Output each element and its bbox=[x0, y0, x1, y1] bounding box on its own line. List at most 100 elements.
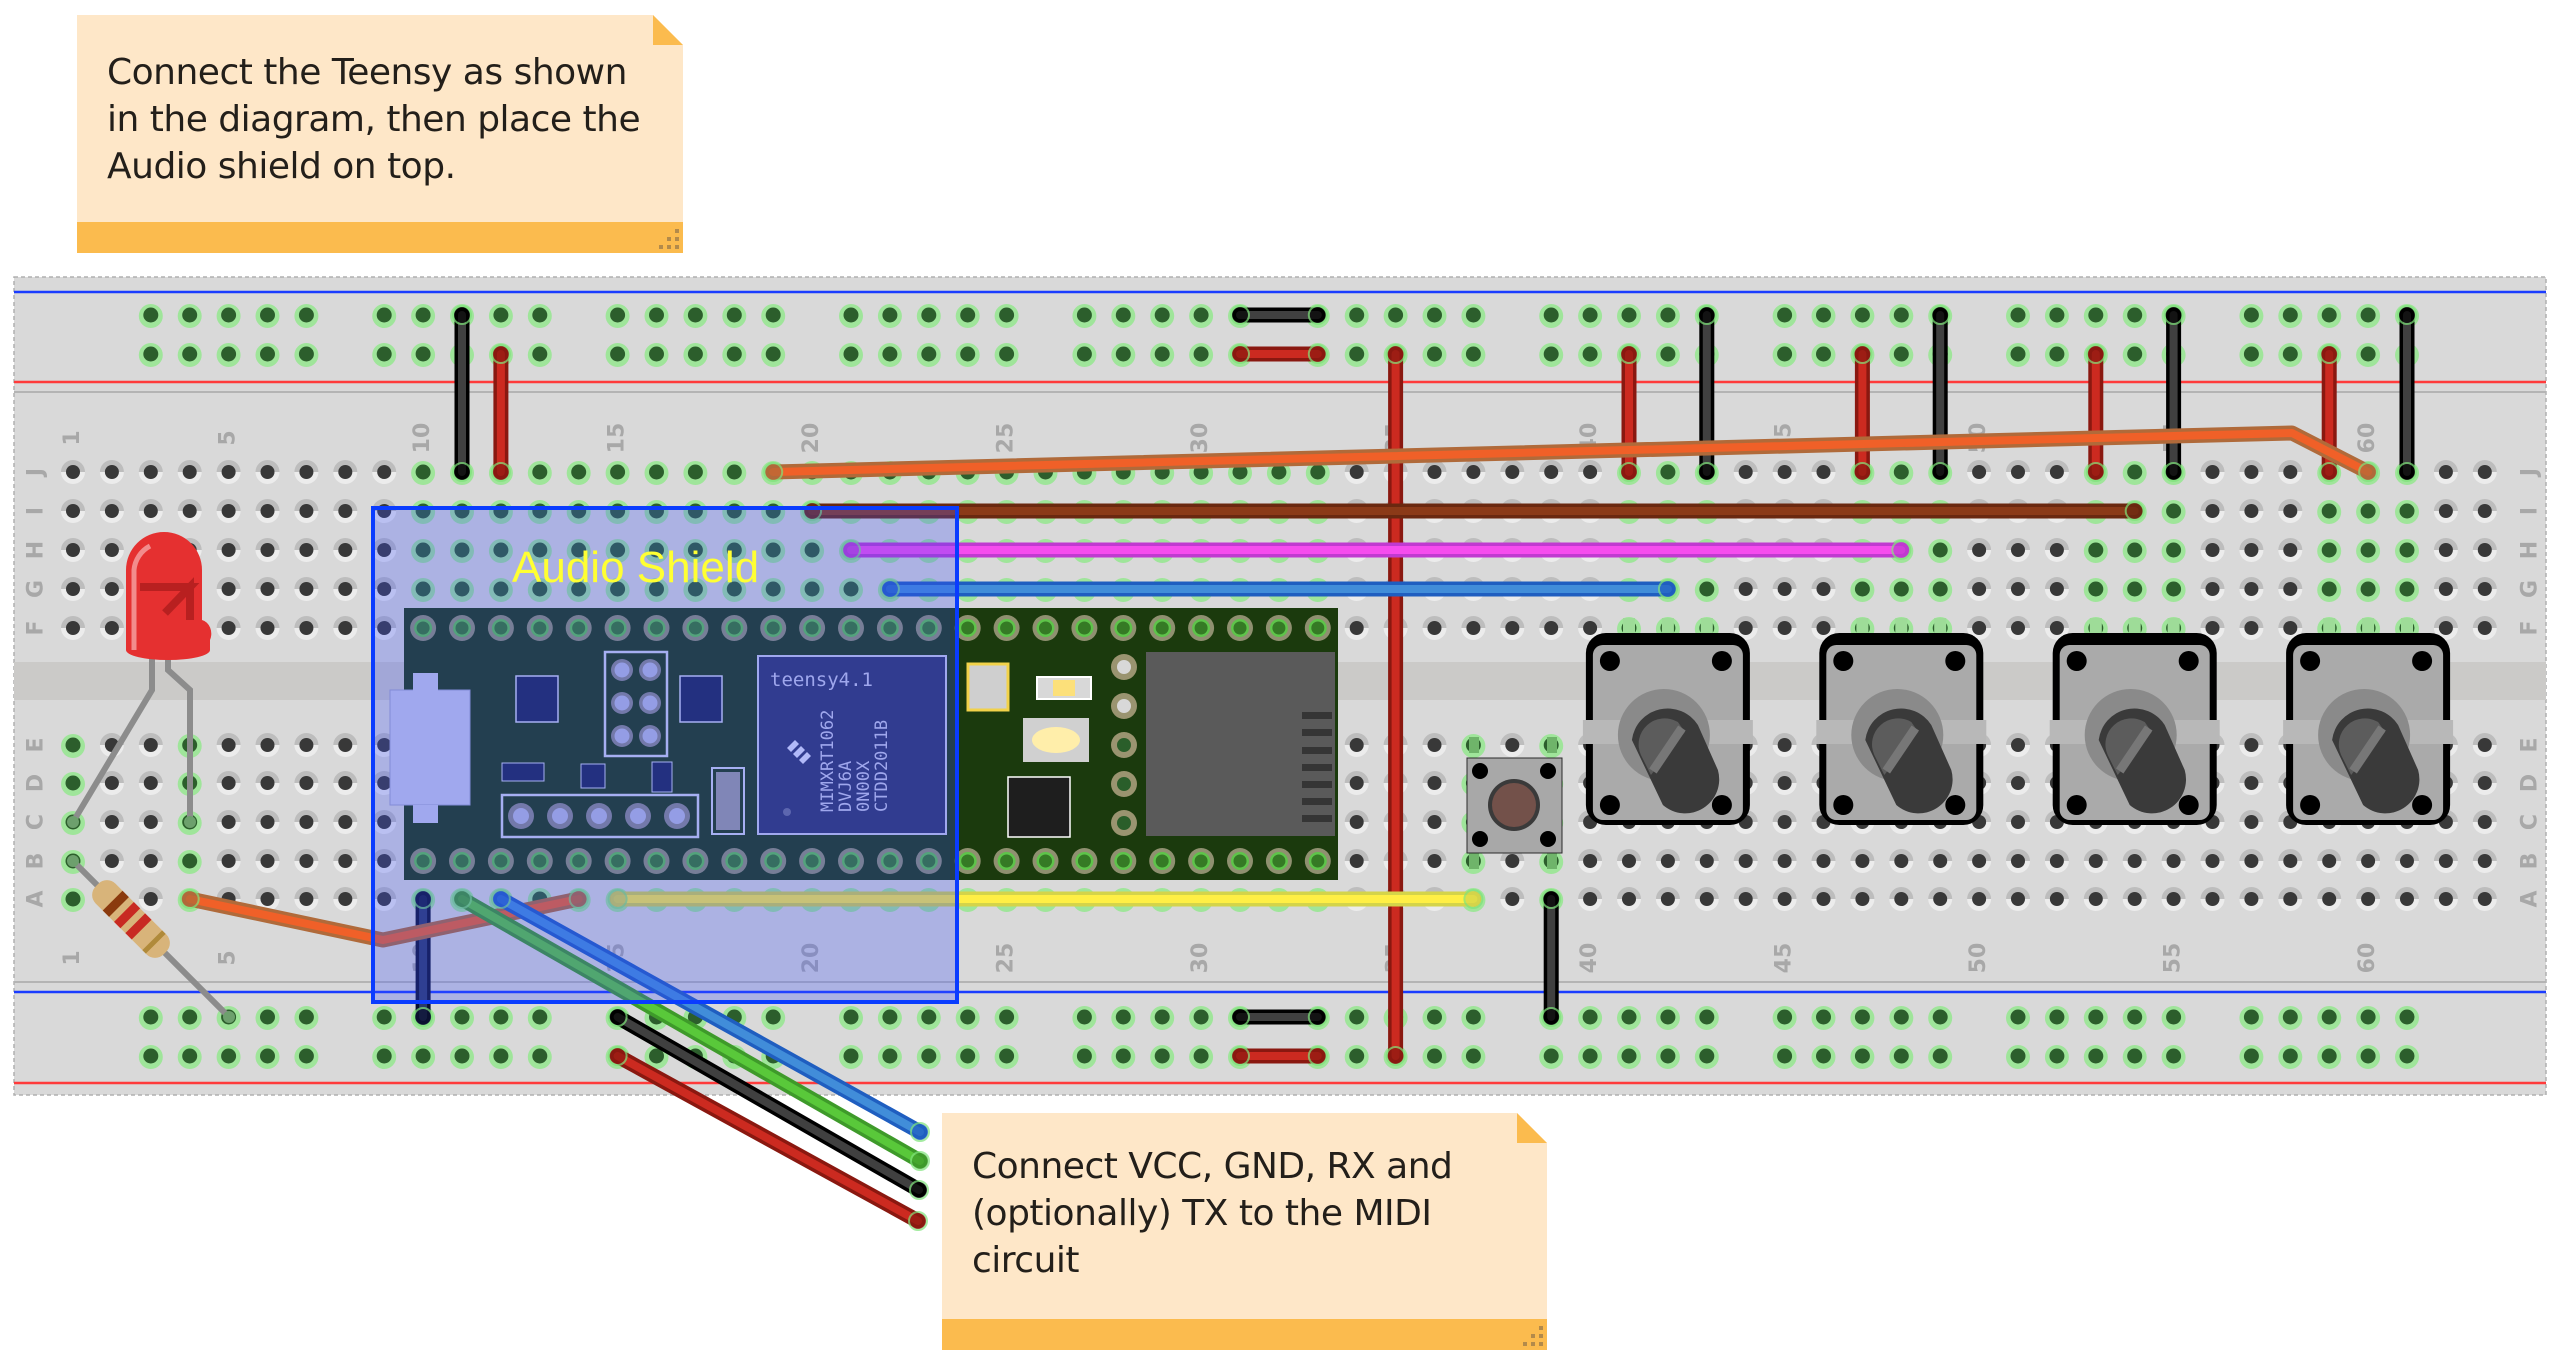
hole bbox=[1076, 307, 1092, 323]
wire-midi-vcc[interactable] bbox=[607, 1046, 928, 1231]
hole bbox=[2283, 854, 2298, 868]
hole bbox=[649, 464, 664, 480]
wire-endpoint bbox=[1385, 344, 1406, 364]
pot-3[interactable] bbox=[2049, 618, 2220, 825]
teensy-model-label: teensy4.1 bbox=[770, 669, 873, 691]
hole bbox=[182, 1009, 198, 1025]
pot-pin bbox=[2089, 618, 2102, 636]
pot-4[interactable] bbox=[2283, 618, 2454, 825]
pot-pin bbox=[2323, 618, 2336, 636]
header-hole bbox=[642, 728, 658, 744]
column-number-label: 30 bbox=[1188, 423, 1213, 454]
hole bbox=[1349, 621, 1364, 635]
pot-screw bbox=[1599, 795, 1620, 815]
wire-endpoint bbox=[2085, 462, 2106, 482]
wire-vcc-jumper-col12[interactable] bbox=[490, 344, 511, 482]
hole bbox=[2438, 543, 2453, 557]
hole bbox=[2321, 542, 2337, 558]
teensy-pin-hole bbox=[727, 854, 741, 868]
hole bbox=[2244, 543, 2259, 557]
wire-pot3-signal[interactable] bbox=[802, 501, 2145, 521]
hole bbox=[765, 307, 781, 323]
resistor[interactable] bbox=[67, 855, 235, 1023]
audio-shield-outline bbox=[371, 506, 959, 1004]
wire-endpoint bbox=[909, 1180, 929, 1200]
hole bbox=[1777, 346, 1793, 362]
teensy-pin-hole bbox=[572, 621, 586, 635]
hole bbox=[1427, 621, 1442, 635]
hole bbox=[2011, 582, 2025, 596]
wire-pot4-signal[interactable] bbox=[763, 425, 2379, 482]
hole bbox=[415, 464, 431, 480]
hole bbox=[65, 737, 81, 753]
column-number-label: 20 bbox=[799, 943, 824, 974]
hole bbox=[2243, 346, 2259, 362]
wire-pot2-vcc[interactable] bbox=[1852, 344, 1873, 482]
wire-pot3-vcc[interactable] bbox=[2085, 344, 2106, 482]
resize-grip-icon[interactable] bbox=[659, 229, 679, 249]
wire-top-rail-bridge-vcc[interactable] bbox=[1230, 344, 1328, 364]
wire-bottom-rail-bridge-vcc[interactable] bbox=[1230, 1046, 1328, 1066]
wire-bottom-rail-bridge-gnd[interactable] bbox=[1230, 1007, 1328, 1027]
pot-1[interactable] bbox=[1582, 618, 1753, 825]
hole bbox=[221, 621, 236, 635]
wire-pot1-vcc[interactable] bbox=[1619, 344, 1639, 482]
hole bbox=[415, 346, 431, 362]
resistor-lead-end bbox=[223, 1011, 235, 1023]
sd-contact bbox=[1302, 815, 1332, 822]
hole bbox=[1154, 1009, 1170, 1025]
teensy-inner-pin bbox=[1117, 660, 1131, 674]
hole bbox=[143, 1048, 159, 1064]
wire-midi-tx[interactable] bbox=[490, 889, 930, 1142]
wire-endpoint bbox=[179, 889, 200, 909]
pot-2[interactable] bbox=[1816, 618, 1987, 825]
note-bottom[interactable]: Connect VCC, GND, RX and (optionally) TX… bbox=[942, 1113, 1547, 1350]
column-number-label: 25 bbox=[994, 423, 1019, 454]
hole bbox=[221, 504, 236, 518]
wire-pot2-signal[interactable] bbox=[841, 540, 1912, 560]
hole bbox=[143, 738, 158, 752]
pot-screw bbox=[2178, 651, 2199, 671]
hole bbox=[2011, 465, 2025, 479]
wire-button-signal[interactable] bbox=[607, 889, 1484, 909]
wire-rail-to-rail-vcc[interactable] bbox=[1385, 344, 1406, 1066]
wire-endpoint bbox=[2163, 305, 2184, 325]
wire-button-gnd[interactable] bbox=[1541, 889, 1562, 1027]
led-leg-end bbox=[184, 816, 196, 828]
wire-endpoint bbox=[1230, 1046, 1250, 1066]
note-top-text[interactable]: Connect the Teensy as shown in the diagr… bbox=[107, 52, 641, 187]
wire-endpoint bbox=[490, 889, 511, 909]
hole bbox=[143, 815, 158, 829]
resize-grip-icon[interactable] bbox=[1523, 1326, 1543, 1346]
hole bbox=[143, 1009, 159, 1025]
hole bbox=[687, 464, 703, 480]
led-red[interactable] bbox=[67, 532, 212, 828]
hole bbox=[376, 346, 392, 362]
hole bbox=[1349, 465, 1364, 479]
hole bbox=[2399, 1009, 2415, 1025]
hole bbox=[2477, 815, 2492, 829]
wire-pot3-gnd[interactable] bbox=[2163, 305, 2184, 482]
wire-teensy-gnd[interactable] bbox=[413, 889, 434, 1027]
wire-top-rail-bridge-gnd[interactable] bbox=[1230, 305, 1328, 325]
hole bbox=[2166, 1048, 2182, 1064]
pot-screw bbox=[1599, 651, 1620, 671]
note-top[interactable]: Connect the Teensy as shown in the diagr… bbox=[77, 15, 683, 253]
hole bbox=[1427, 1048, 1442, 1064]
hole bbox=[104, 854, 119, 868]
wire-pot1-signal[interactable] bbox=[879, 579, 1678, 599]
hole bbox=[2127, 1048, 2143, 1064]
row-label: E bbox=[24, 737, 49, 752]
hole bbox=[1893, 464, 1909, 480]
push-button[interactable] bbox=[1466, 737, 1563, 869]
wire-pot4-gnd[interactable] bbox=[2397, 305, 2417, 482]
hole bbox=[260, 543, 275, 557]
wire-pot2-gnd[interactable] bbox=[1930, 305, 1951, 482]
note-bottom-text[interactable]: Connect VCC, GND, RX and (optionally) TX… bbox=[972, 1146, 1453, 1281]
audio-shield-overlay[interactable]: Audio Shield bbox=[371, 506, 959, 1004]
wire-gnd-jumper-col11[interactable] bbox=[452, 305, 472, 482]
wire-core bbox=[496, 895, 924, 1136]
wire-midi-rx[interactable] bbox=[452, 889, 930, 1171]
wire-midi-gnd[interactable] bbox=[607, 1007, 929, 1200]
